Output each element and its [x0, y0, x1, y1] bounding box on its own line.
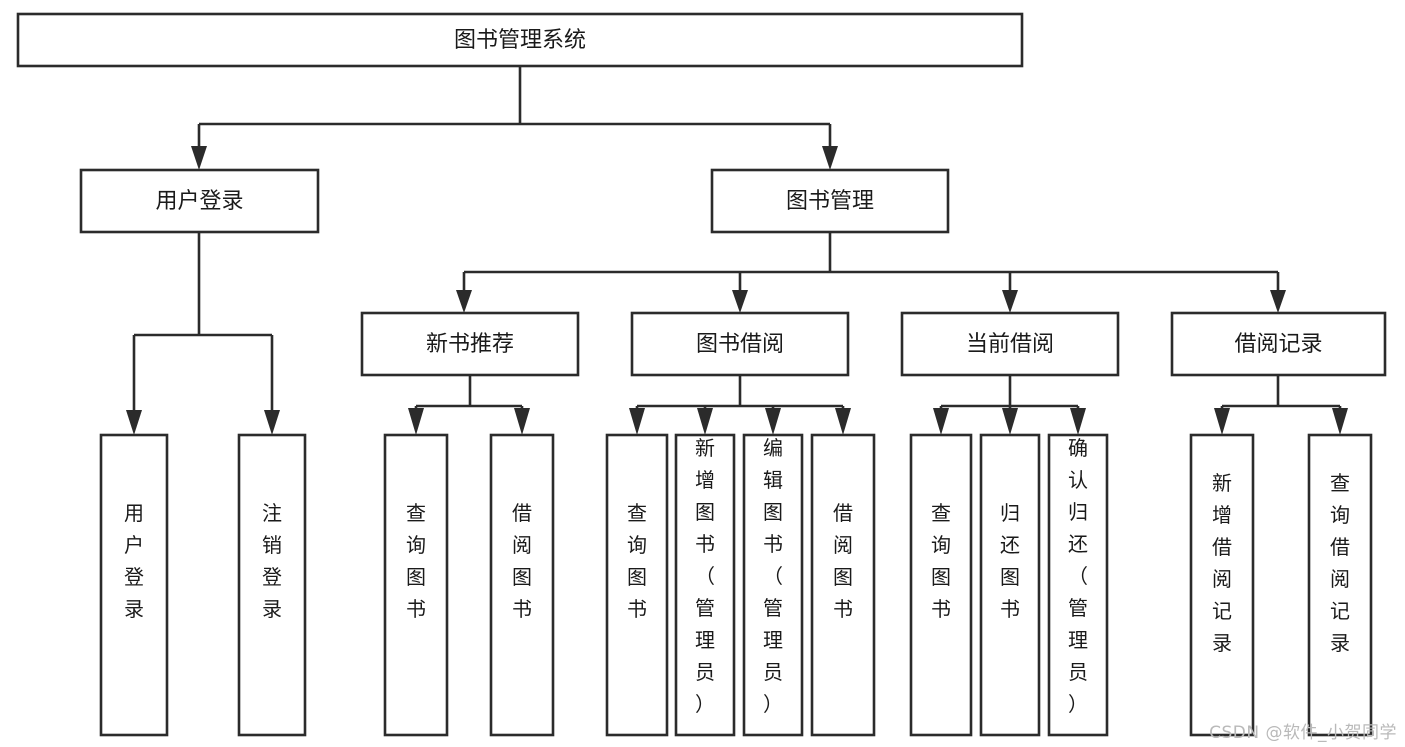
arrow-head-borrow-record: [1270, 290, 1286, 313]
node-leaf-query-book-3[interactable]: 查询图书: [909, 433, 973, 737]
connectors: [126, 66, 1348, 435]
node-leaf-confirm-return-label: 确认归还（管理员）: [1068, 436, 1088, 716]
node-current-borrow-box[interactable]: [900, 311, 1120, 377]
node-book-manage-label: 图书管理: [786, 189, 874, 214]
node-new-book-recommend[interactable]: 新书推荐: [360, 311, 580, 377]
arrow-head-leaf-user-logout: [264, 410, 280, 435]
node-current-borrow[interactable]: 当前借阅: [900, 311, 1120, 377]
node-book-borrow[interactable]: 图书借阅: [630, 311, 850, 377]
node-leaf-query-book-2-label: 查询图书: [627, 501, 647, 621]
node-leaf-borrow-book-1-label: 借阅图书: [512, 501, 532, 621]
node-leaf-query-book-1-box[interactable]: [383, 433, 449, 737]
arrow-head-book-borrow: [732, 290, 748, 313]
node-book-borrow-box[interactable]: [630, 311, 850, 377]
node-leaf-user-logout-box[interactable]: [237, 433, 307, 737]
node-leaf-confirm-return[interactable]: 确认归还（管理员）: [1047, 433, 1109, 737]
node-user-login-box[interactable]: [79, 168, 320, 234]
arrow-head-leaf-add-book: [697, 408, 713, 435]
node-leaf-borrow-book-1-box[interactable]: [489, 433, 555, 737]
node-leaf-edit-book[interactable]: 编辑图书（管理员）: [742, 433, 804, 737]
node-leaf-user-login-label: 用户登录: [124, 501, 144, 621]
node-leaf-edit-book-label: 编辑图书（管理员）: [763, 436, 783, 716]
arrow-head-leaf-borrow-book-2: [835, 408, 851, 435]
arrow-head-book-manage: [822, 146, 838, 170]
node-leaf-borrow-book-2-box[interactable]: [810, 433, 876, 737]
node-leaf-query-book-1[interactable]: 查询图书: [383, 433, 449, 737]
node-leaf-borrow-book-1[interactable]: 借阅图书: [489, 433, 555, 737]
node-leaf-user-login[interactable]: 用户登录: [99, 433, 169, 737]
node-leaf-query-book-2-box[interactable]: [605, 433, 669, 737]
node-leaf-add-book[interactable]: 新增图书（管理员）: [674, 433, 736, 737]
node-leaf-borrow-book-2-label: 借阅图书: [833, 501, 853, 621]
node-new-book-recommend-box[interactable]: [360, 311, 580, 377]
arrow-head-leaf-return-book: [1002, 408, 1018, 435]
arrow-head-new-book-recommend: [456, 290, 472, 313]
node-root-label: 图书管理系统: [454, 28, 586, 53]
node-leaf-query-record-label: 查询借阅记录: [1330, 471, 1350, 655]
node-book-manage-box[interactable]: [710, 168, 950, 234]
node-leaf-add-record-box[interactable]: [1189, 433, 1255, 737]
arrow-head-leaf-borrow-book-1: [514, 408, 530, 435]
node-leaf-add-book-label: 新增图书（管理员）: [695, 436, 715, 716]
arrow-head-leaf-add-record: [1214, 408, 1230, 435]
node-new-book-recommend-label: 新书推荐: [426, 332, 514, 357]
arrow-head-user-login: [191, 146, 207, 170]
node-root-box[interactable]: [16, 12, 1024, 68]
node-root[interactable]: 图书管理系统: [16, 12, 1024, 68]
node-book-borrow-label: 图书借阅: [696, 332, 784, 357]
node-leaf-return-book-box[interactable]: [979, 433, 1041, 737]
arrow-head-leaf-confirm-return: [1070, 408, 1086, 435]
node-borrow-record-label: 借阅记录: [1234, 332, 1322, 357]
node-leaf-return-book-label: 归还图书: [1000, 501, 1020, 621]
arrow-head-leaf-edit-book: [765, 408, 781, 435]
node-leaf-user-logout[interactable]: 注销登录: [237, 433, 307, 737]
node-leaf-query-book-3-box[interactable]: [909, 433, 973, 737]
arrow-head-leaf-query-record: [1332, 408, 1348, 435]
node-leaf-query-record-box[interactable]: [1307, 433, 1373, 737]
node-user-login-label: 用户登录: [155, 189, 243, 214]
arrow-head-leaf-query-book-2: [629, 408, 645, 435]
node-leaf-borrow-book-2[interactable]: 借阅图书: [810, 433, 876, 737]
node-current-borrow-label: 当前借阅: [966, 332, 1054, 357]
node-leaf-query-book-3-label: 查询图书: [931, 501, 951, 621]
node-leaf-add-record[interactable]: 新增借阅记录: [1189, 433, 1255, 737]
node-book-manage[interactable]: 图书管理: [710, 168, 950, 234]
arrow-head-leaf-query-book-1: [408, 408, 424, 435]
node-borrow-record[interactable]: 借阅记录: [1170, 311, 1387, 377]
node-leaf-user-login-box[interactable]: [99, 433, 169, 737]
node-leaf-query-book-1-label: 查询图书: [406, 501, 426, 621]
node-leaf-add-record-label: 新增借阅记录: [1212, 471, 1232, 655]
arrow-head-leaf-user-login: [126, 410, 142, 435]
node-leaf-confirm-return-box[interactable]: [1047, 433, 1109, 737]
node-leaf-edit-book-box[interactable]: [742, 433, 804, 737]
node-user-login[interactable]: 用户登录: [79, 168, 320, 234]
node-leaf-query-record[interactable]: 查询借阅记录: [1307, 433, 1373, 737]
node-leaf-return-book[interactable]: 归还图书: [979, 433, 1041, 737]
node-leaf-add-book-box[interactable]: [674, 433, 736, 737]
arrow-head-leaf-query-book-3: [933, 408, 949, 435]
node-leaf-query-book-2[interactable]: 查询图书: [605, 433, 669, 737]
arrow-head-current-borrow: [1002, 290, 1018, 313]
node-borrow-record-box[interactable]: [1170, 311, 1387, 377]
csdn-watermark: CSDN @软件_小贺同学: [1209, 723, 1397, 743]
node-leaf-user-logout-label: 注销登录: [262, 501, 282, 621]
